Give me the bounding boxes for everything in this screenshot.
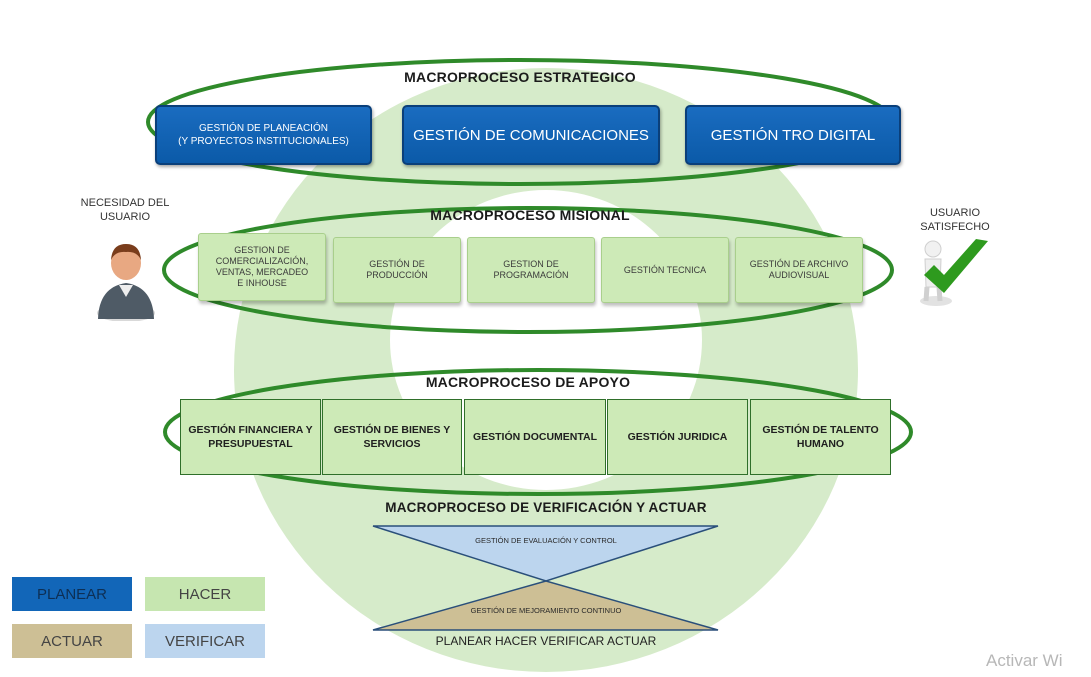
improvement-label: GESTIÓN DE MEJORAMIENTO CONTINUO	[470, 606, 622, 615]
support-ellipse	[163, 368, 913, 496]
evaluation-label: GESTIÓN DE EVALUACIÓN Y CONTROL	[475, 536, 617, 545]
missional-box-programming: GESTION DE PROGRAMACIÓN	[467, 237, 595, 303]
legend-planear: PLANEAR	[12, 577, 132, 611]
pdca-caption: PLANEAR HACER VERIFICAR ACTUAR	[435, 634, 657, 648]
support-box-label: GESTIÓN DE BIENES Y SERVICIOS	[333, 424, 451, 450]
support-box-label: GESTIÓN DOCUMENTAL	[472, 431, 598, 443]
strategic-box-label: GESTIÓN DE PLANEACIÓN (Y PROYECTOS INSTI…	[178, 123, 349, 147]
support-box-legal: GESTIÓN JURIDICA	[607, 399, 748, 475]
missional-box-label: GESTIÓN DE ARCHIVO AUDIOVISUAL	[749, 259, 849, 280]
support-box-label: GESTIÓN JURIDICA	[627, 431, 728, 443]
evaluation-triangle	[372, 525, 719, 582]
activation-watermark: Activar Wi	[986, 651, 1063, 670]
missional-box-commercialization: GESTION DE COMERCIALIZACIÓN, VENTAS, MER…	[198, 233, 326, 301]
support-box-label: GESTIÓN FINANCIERA Y PRESUPUESTAL	[188, 424, 313, 450]
legend-verificar: VERIFICAR	[145, 624, 265, 658]
strategic-box-digital: GESTIÓN TRO DIGITAL	[685, 105, 901, 165]
missional-box-label: GESTION DE PROGRAMACIÓN	[493, 259, 569, 280]
support-box-label: GESTIÓN DE TALENTO HUMANO	[762, 424, 879, 450]
checkmark-icon	[920, 239, 988, 306]
strategic-box-label: GESTIÓN TRO DIGITAL	[710, 126, 876, 144]
verification-title: MACROPROCESO DE VERIFICACIÓN Y ACTUAR	[385, 500, 707, 515]
strategic-box-planning: GESTIÓN DE PLANEACIÓN (Y PROYECTOS INSTI…	[155, 105, 372, 165]
missional-title: MACROPROCESO MISIONAL	[430, 207, 630, 223]
user-need-label: NECESIDAD DEL USUARIO	[80, 197, 170, 223]
missional-box-technical: GESTIÓN TECNICA	[601, 237, 729, 303]
user-satisfied-label: USUARIO SATISFECHO	[920, 207, 990, 233]
legend-hacer: HACER	[145, 577, 265, 611]
missional-box-label: GESTIÓN DE PRODUCCIÓN	[366, 259, 428, 280]
support-box-talent: GESTIÓN DE TALENTO HUMANO	[750, 399, 891, 475]
support-box-documental: GESTIÓN DOCUMENTAL	[464, 399, 606, 475]
missional-box-production: GESTIÓN DE PRODUCCIÓN	[333, 237, 461, 303]
missional-ellipse	[162, 206, 894, 334]
strategic-box-label: GESTIÓN DE COMUNICACIONES	[413, 126, 649, 144]
legend-actuar: ACTUAR	[12, 624, 132, 658]
missional-box-archive: GESTIÓN DE ARCHIVO AUDIOVISUAL	[735, 237, 863, 303]
support-box-assets: GESTIÓN DE BIENES Y SERVICIOS	[322, 399, 462, 475]
missional-box-label: GESTION DE COMERCIALIZACIÓN, VENTAS, MER…	[215, 245, 309, 288]
support-box-financial: GESTIÓN FINANCIERA Y PRESUPUESTAL	[180, 399, 321, 475]
strategic-box-communications: GESTIÓN DE COMUNICACIONES	[402, 105, 660, 165]
user-icon	[97, 244, 155, 321]
strategic-title: MACROPROCESO ESTRATEGICO	[404, 69, 636, 85]
pdca-ring	[234, 68, 858, 672]
missional-box-label: GESTIÓN TECNICA	[623, 264, 707, 275]
support-title: MACROPROCESO DE APOYO	[425, 374, 631, 390]
improvement-triangle	[372, 580, 719, 631]
